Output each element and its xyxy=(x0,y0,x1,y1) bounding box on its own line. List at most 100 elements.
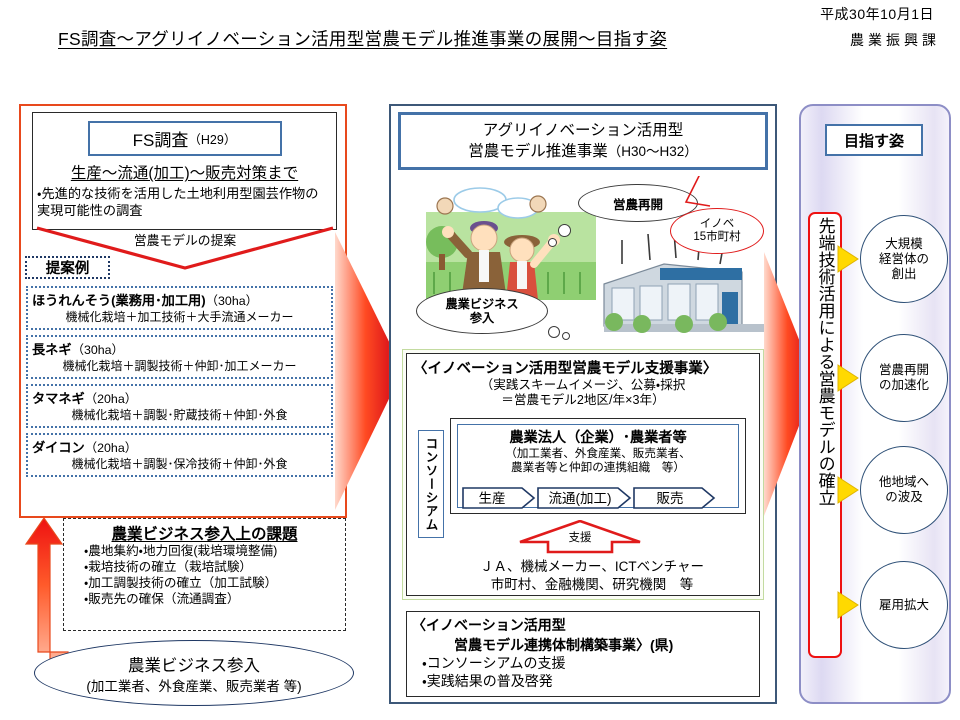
crop-area: （30ha） xyxy=(205,294,258,308)
crop-area: （20ha） xyxy=(84,392,138,406)
thought-bubble-entry: 農業ビジネス 参入 xyxy=(416,288,548,334)
flow-step-distribution: 流通(加工) xyxy=(549,491,612,506)
issues-title: 農業ビジネス参入上の課題 xyxy=(111,526,298,543)
outcome-line: 経営体の xyxy=(878,251,929,266)
fs-survey-box: FS調査（H29） 生産～流通(加工)～販売対策まで ・先進的な技術を活用した土… xyxy=(32,112,337,230)
consortium-label: コンソーシアム xyxy=(418,430,444,538)
chevron-right-icon xyxy=(837,245,859,273)
center-title-line2-text: 営農モデル推進事業 xyxy=(468,143,608,160)
support-project-sub1: （実践スキームイメージ、公募・採択 xyxy=(480,378,686,392)
issues-item: ・農地集約・地力回復(栽培環境整備) xyxy=(84,544,278,558)
chevron-right-icon xyxy=(837,591,859,619)
arrow-center-to-right-icon xyxy=(764,252,816,516)
corporation-title: 農業法人（企業）･農業者等 xyxy=(509,430,687,446)
support-project-heading: 〈イノベーション活用型営農モデル支援事業〉 xyxy=(413,361,718,377)
crop-name: タマネギ（20ha） xyxy=(32,388,327,407)
thought-bubble-entry-l1: 農業ビジネス xyxy=(445,296,519,311)
linkage-item: ・コンソーシアムの支援 xyxy=(422,655,566,671)
center-title-year: （H30～H32） xyxy=(607,144,698,159)
crop-tech: 機械化栽培＋調製･貯蔵技術＋仲卸･外食 xyxy=(71,408,288,422)
outcome-circle: 他地域へ の波及 xyxy=(860,446,948,534)
list-item: 長ネギ（30ha） 機械化栽培＋調製技術＋仲卸･加工メーカー xyxy=(26,335,333,379)
proposal-chevron: 営農モデルの提案 xyxy=(35,226,335,272)
outcome-line: 創出 xyxy=(891,266,917,281)
header-date: 平成30年10月1日 xyxy=(820,6,934,22)
linkage-project-box: 〈イノベーション活用型 営農モデル連携体制構築事業〉(県) ・コンソーシアムの支… xyxy=(406,611,760,697)
farm-scene-icon xyxy=(426,187,764,333)
crop-name: ダイコン（20ha） xyxy=(32,437,327,456)
crop-name: ほうれんそう(業務用･加工用)（30ha） xyxy=(32,290,327,309)
crop-tech: 機械化栽培＋加工技術＋大手流通メーカー xyxy=(65,310,294,324)
value-chain-flow: 生産 流通(加工) 販売 xyxy=(462,487,716,509)
support-arrow: 支援 xyxy=(480,519,680,554)
support-arrow-icon xyxy=(519,519,641,554)
supporters-line1: ＪＡ、機械メーカー、ICTベンチャー xyxy=(480,559,704,574)
list-item: ほうれんそう(業務用･加工用)（30ha） 機械化栽培＋加工技術＋大手流通メーカ… xyxy=(26,286,333,330)
linkage-item: ・実践結果の普及啓発 xyxy=(422,672,553,689)
crop-area: （20ha） xyxy=(84,441,138,455)
center-title-line1: アグリイノベーション活用型 xyxy=(482,121,684,139)
list-item: ダイコン（20ha） 機械化栽培＋調製･保冷技術＋仲卸･外食 xyxy=(26,433,333,477)
proposal-example-tag: 提案例 xyxy=(25,256,110,279)
business-entry-sub: (加工業者、外食産業、販売業者 等) xyxy=(86,678,302,694)
crop-area: （30ha） xyxy=(71,343,124,357)
crop-tech: 機械化栽培＋調製･保冷技術＋仲卸･外食 xyxy=(71,457,288,471)
center-title-box: アグリイノベーション活用型 営農モデル推進事業（H30～H32） xyxy=(398,112,768,170)
outcome-line: 営農再開 xyxy=(878,363,929,377)
corporation-sub2: 農業者等と仲卸の連携組織 等） xyxy=(511,460,685,474)
supporters-line2: 市町村、金融機関、研究機関 等 xyxy=(490,576,694,592)
crop-name: 長ネギ（30ha） xyxy=(32,339,327,358)
outcome-line: 大規模 xyxy=(885,236,923,251)
support-project-sub2: ＝営農モデル2地区/年×3年） xyxy=(501,393,665,408)
outcome-circle: 営農再開 の加速化 xyxy=(860,334,948,422)
fs-survey-title-text: FS調査 xyxy=(132,131,189,150)
fs-survey-title: FS調査（H29） xyxy=(87,121,282,156)
supporters-list: ＪＡ、機械メーカー、ICTベンチャー 市町村、金融機関、研究機関 等 xyxy=(432,558,752,593)
innovation-callout: イノベ 15市町村 xyxy=(670,208,764,254)
arrow-left-to-center-icon xyxy=(335,232,403,510)
callout-leader-line-icon xyxy=(684,176,711,207)
crop-name-text: ダイコン xyxy=(32,440,85,455)
thought-bubble-resume: 営農再開 xyxy=(578,184,698,222)
issues-item: ・加工調製技術の確立（加工試験） xyxy=(84,575,278,590)
goal-vertical-bar: 先端技術活用による営農モデルの確立 xyxy=(808,212,842,658)
thought-bubble-entry-l2: 参入 xyxy=(469,311,495,325)
issues-item: ・販売先の確保（流通調査） xyxy=(84,591,240,606)
crop-tech: 機械化栽培＋調製技術＋仲卸･加工メーカー xyxy=(62,359,297,373)
outcome-circle: 大規模 経営体の 創出 xyxy=(860,215,948,303)
innovation-callout-l2: 15市町村 xyxy=(693,231,741,243)
corporation-sub1: （加工業者、外食産業、販売業者、 xyxy=(505,447,691,460)
list-item: タマネギ（20ha） 機械化栽培＋調製･貯蔵技術＋仲卸･外食 xyxy=(26,384,333,428)
proposal-chevron-icon xyxy=(36,226,334,270)
outcome-line: 他地域へ xyxy=(878,475,929,489)
bubble-dot xyxy=(558,224,571,237)
bubble-dot xyxy=(562,332,570,340)
farm-illustration: 営農再開 農業ビジネス 参入 イノベ 15市町村 xyxy=(398,176,768,348)
outcome-line: 雇用拡大 xyxy=(878,597,929,612)
innovation-callout-l1: イノベ xyxy=(699,218,735,231)
proposal-chevron-label: 営農モデルの提案 xyxy=(133,233,237,248)
crop-proposal-list: ほうれんそう(業務用･加工用)（30ha） 機械化栽培＋加工技術＋大手流通メーカ… xyxy=(26,286,333,482)
header-department: 農業振興課 xyxy=(850,32,940,48)
fs-survey-bullet: ・先進的な技術を活用した土地利用型園芸作物の実現可能性の調査 xyxy=(37,186,319,218)
outcome-line: の波及 xyxy=(885,490,923,504)
flow-step-sales: 販売 xyxy=(657,491,684,506)
linkage-heading2: 営農モデル連携体制構築事業〉(県) xyxy=(454,637,674,653)
chevron-right-icon xyxy=(837,476,859,504)
goal-vertical-text: 先端技術活用による営農モデルの確立 xyxy=(815,217,835,506)
outcome-circle: 雇用拡大 xyxy=(860,561,948,649)
fs-survey-year: （H29） xyxy=(188,133,237,147)
issues-item: ・栽培技術の確立（栽培試験） xyxy=(84,559,253,574)
right-title-box: 目指す姿 xyxy=(825,124,923,156)
crop-name-text: タマネギ xyxy=(32,391,85,406)
consortium-label-text: コンソーシアム xyxy=(423,436,438,532)
chevron-right-icon xyxy=(837,364,859,392)
business-entry-title: 農業ビジネス参入 xyxy=(128,656,260,675)
flow-step-production: 生産 xyxy=(479,491,506,506)
support-arrow-label: 支援 xyxy=(568,532,592,544)
center-title-line2: 営農モデル推進事業（H30～H32） xyxy=(468,141,698,162)
crop-name-text: ほうれんそう(業務用･加工用) xyxy=(32,293,206,308)
page-title: FS調査～アグリイノベーション活用型営農モデル推進事業の展開～目指す姿 xyxy=(58,29,668,49)
business-entry-arrow-icon xyxy=(24,516,69,667)
